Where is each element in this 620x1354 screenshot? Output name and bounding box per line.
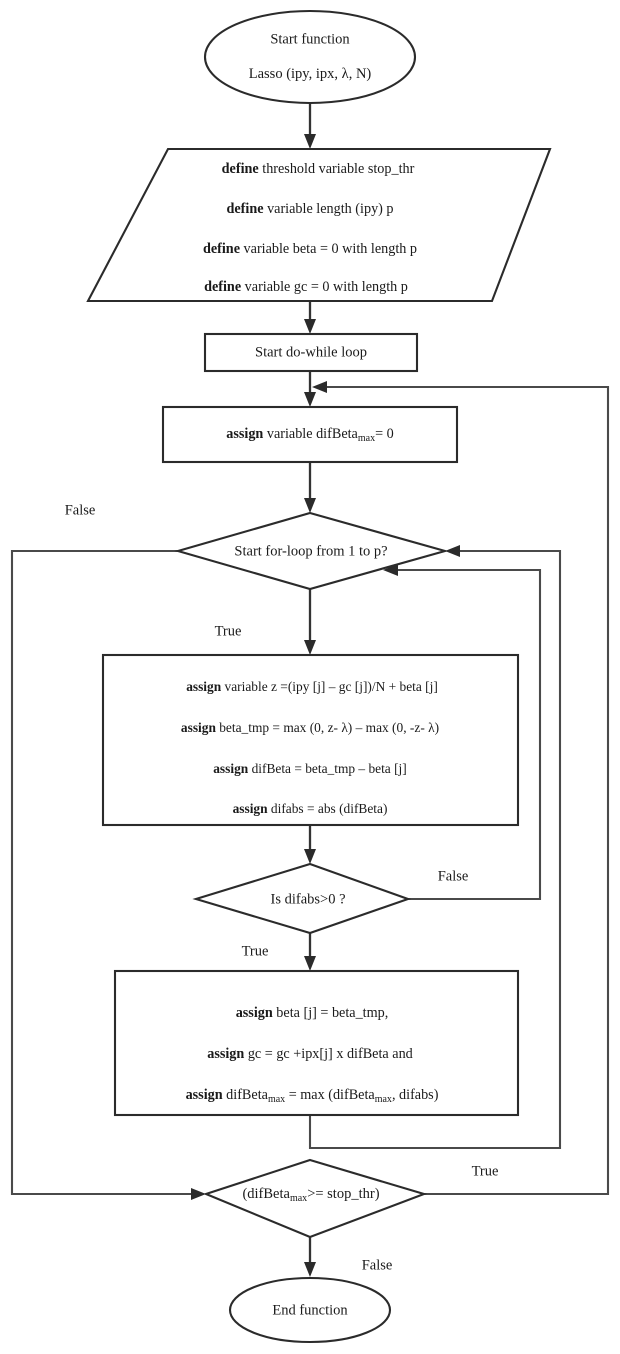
edge-define-to-dowhile [304,301,316,334]
edge-forloop-false-left-rail [10,549,206,1200]
compute-line-2: assign beta_tmp = max (0, z- λ) – max (0… [181,720,439,735]
do-while-label: Start do-while loop [255,344,367,360]
edge-label-difabs-false: False [438,868,469,884]
stop-check-label: (difBetamax>= stop_thr) [242,1186,379,1204]
node-start-do-while-loop[interactable]: Start do-while loop [203,332,419,373]
node-init-difbeta-max[interactable]: assign variable difBetamax= 0 [161,405,459,464]
edge-label-difabs-true: True [242,943,269,959]
update-line-2: assign gc = gc +ipx[j] x difBeta and [207,1046,413,1062]
update-line-1: assign beta [j] = beta_tmp, [236,1005,389,1021]
for-loop-label: Start for-loop from 1 to p? [234,543,387,559]
node-start-function[interactable]: Start function Lasso (ipy, ipx, λ, N) [203,9,417,105]
node-for-loop-decision[interactable]: Start for-loop from 1 to p? [174,511,449,591]
edge-label-forloop-true: True [215,623,242,639]
start-line1: Start function [270,31,350,47]
node-stop-threshold-decision[interactable]: (difBetamax>= stop_thr) [202,1158,428,1239]
edge-stop-true-outer-rail [312,381,610,1196]
update-line-3: assign difBetamax = max (difBetamax, dif… [186,1087,439,1105]
define-line-3: define variable beta = 0 with length p [203,241,417,257]
end-label: End function [272,1302,348,1318]
edge-label-stop-true: True [472,1163,499,1179]
edge-start-to-define [304,103,316,149]
define-line-4: define variable gc = 0 with length p [204,279,408,295]
define-line-1: define threshold variable stop_thr [222,161,415,177]
edge-compute-to-difabs [304,825,316,864]
define-line-2: define variable length (ipy) p [226,201,393,217]
edge-label-stop-false: False [362,1257,393,1273]
edge-update-loop-middle-rail [308,545,562,1150]
start-line2: Lasso (ipy, ipx, λ, N) [249,66,372,82]
edge-forloop-true-to-compute [304,589,316,655]
node-update-block[interactable]: assign beta [j] = beta_tmp, assign gc = … [113,969,520,1117]
edge-difabs-true-to-update [304,933,316,971]
node-end-function[interactable]: End function [228,1276,392,1344]
init-difbeta-text: assign variable difBetamax= 0 [226,426,393,444]
node-define-block[interactable]: define threshold variable stop_thr defin… [86,147,552,303]
edge-difabs-false-inner-rail [383,564,542,901]
compute-line-4: assign difabs = abs (difBeta) [233,801,388,816]
node-difabs-decision[interactable]: Is difabs>0 ? [192,862,412,935]
edge-stop-false-to-end [304,1237,316,1277]
compute-line-3: assign difBeta = beta_tmp – beta [j] [213,761,407,776]
edge-label-forloop-false: False [65,502,96,518]
edge-dowhile-to-init [304,371,316,407]
node-compute-block[interactable]: assign variable z =(ipy [j] – gc [j])/N … [101,653,520,827]
difabs-label: Is difabs>0 ? [270,891,345,907]
compute-line-1: assign variable z =(ipy [j] – gc [j])/N … [186,679,438,694]
edge-init-to-forloop [304,462,316,513]
